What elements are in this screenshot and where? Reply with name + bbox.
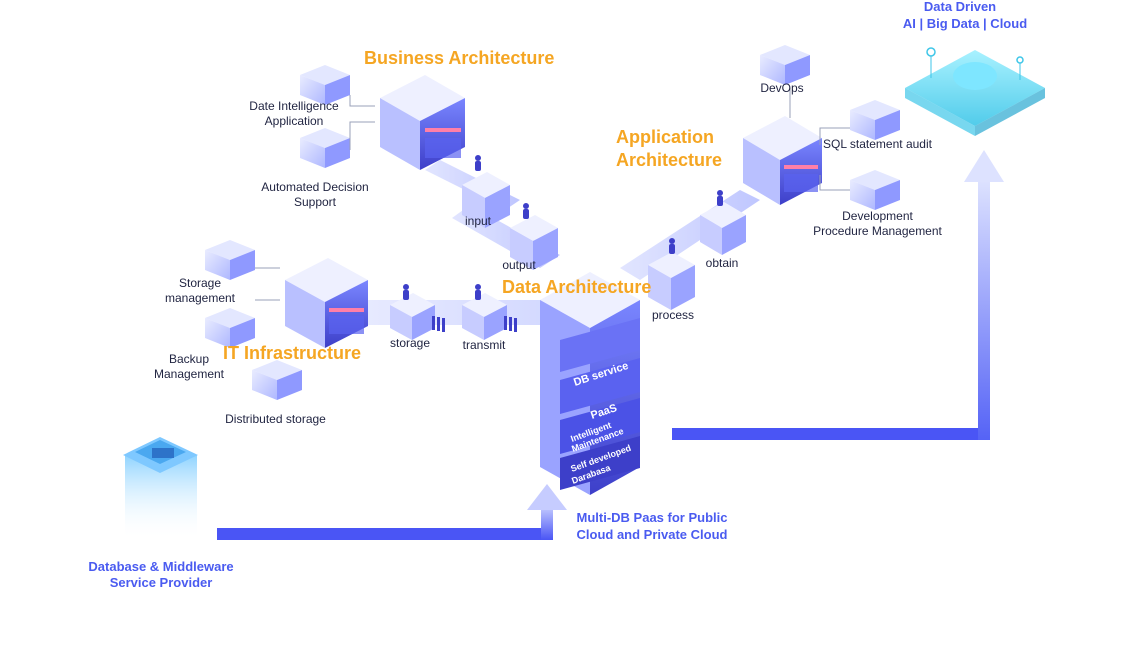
person-figures bbox=[403, 155, 723, 300]
process-block bbox=[648, 252, 695, 310]
data-architecture-title: Data Architecture bbox=[502, 277, 652, 297]
step-output-label: output bbox=[502, 258, 536, 272]
it-infrastructure-title: IT Infrastructure bbox=[223, 343, 362, 363]
step-process-label: process bbox=[651, 308, 695, 322]
multi-db-label-2: Cloud and Private Cloud bbox=[576, 527, 728, 542]
business-architecture-title: Business Architecture bbox=[364, 48, 555, 68]
application-architecture-title-2: Architecture bbox=[616, 150, 723, 170]
step-input-label: input bbox=[464, 214, 492, 228]
application-architecture-title-1: Application bbox=[616, 127, 714, 147]
data-driven-title: Data Driven bbox=[923, 0, 997, 14]
obtain-block bbox=[700, 202, 746, 255]
arrow-db-to-cloud bbox=[672, 150, 1004, 440]
data-driven-subtitle: AI | Big Data | Cloud bbox=[902, 16, 1028, 31]
connector-lines bbox=[255, 88, 850, 301]
input-block bbox=[462, 172, 510, 228]
output-block bbox=[510, 215, 558, 270]
step-transmit-label: transmit bbox=[462, 338, 506, 352]
transmit-block bbox=[462, 293, 507, 340]
step-blocks bbox=[390, 172, 746, 340]
it-building bbox=[285, 258, 368, 348]
provider-label-1: Database & Middleware bbox=[88, 559, 234, 574]
db-tower bbox=[540, 272, 640, 495]
multi-db-label-1: Multi-DB Paas for Public bbox=[576, 510, 728, 525]
striped-connectors bbox=[432, 316, 517, 332]
sql-audit-label: SQL statement audit bbox=[823, 137, 932, 151]
application-building bbox=[743, 116, 822, 205]
storage-block bbox=[390, 293, 435, 340]
provider-label-2: Service Provider bbox=[109, 575, 213, 590]
arrow-provider-to-db bbox=[217, 484, 567, 540]
cloud-platform bbox=[905, 47, 1045, 136]
server-icons bbox=[205, 45, 900, 400]
business-building bbox=[380, 75, 465, 170]
step-obtain-label: obtain bbox=[705, 256, 739, 270]
step-storage-label: storage bbox=[389, 336, 431, 350]
provider-block bbox=[123, 437, 198, 540]
distributed-storage-label: Distributed storage bbox=[225, 412, 326, 426]
devops-label: DevOps bbox=[760, 81, 804, 95]
